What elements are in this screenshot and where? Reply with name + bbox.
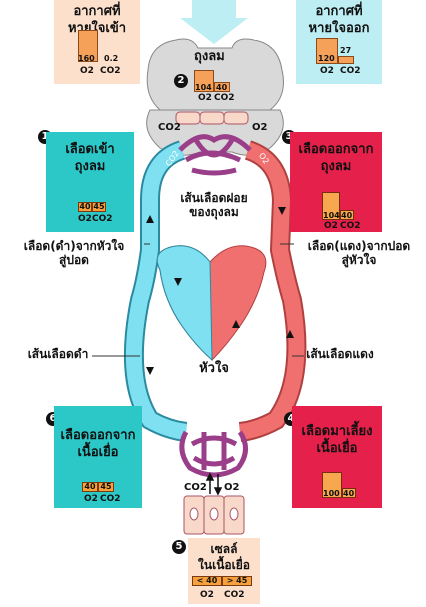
alveoli-co2-label: CO2 bbox=[214, 93, 235, 103]
artery-label: เส้นเลือดแดง bbox=[306, 347, 374, 361]
lung-capillary-network bbox=[178, 134, 252, 176]
alveoli-co2-value: 40 bbox=[216, 83, 228, 92]
tissue-gas-arrows bbox=[205, 472, 223, 496]
tissue-o2-label: O2 bbox=[200, 590, 214, 600]
tissue-o2-label: O2 bbox=[224, 482, 240, 493]
tissue-title: เซลล์ ในเนื้อเยื่อ bbox=[198, 542, 250, 572]
box6-title: เลือดออกจาก เนื้อเยื่อ bbox=[60, 428, 136, 460]
alveolar-cells bbox=[175, 111, 249, 125]
box6-co2-bar: 45 bbox=[98, 482, 114, 492]
heart-right-side bbox=[156, 245, 213, 362]
box3-o2-bar bbox=[322, 192, 340, 220]
box3-co2-bar bbox=[340, 210, 354, 220]
step-5-marker: 5 bbox=[172, 540, 186, 554]
box1-title: เลือดเข้า ถุงลม bbox=[65, 142, 115, 174]
box4-o2-value: 100 bbox=[323, 489, 340, 498]
exhaled-air-box: อากาศที่ หายใจออก 120 27 O2 CO2 bbox=[296, 0, 382, 84]
tissue-o2-bar: < 40 bbox=[192, 576, 222, 586]
blood-to-tissue-box: เลือดมาเลี้ยง เนื้อเยื่อ 100 40 bbox=[292, 406, 382, 508]
exhaled-co2-value: 27 bbox=[340, 46, 352, 55]
alveoli-co2-bar bbox=[214, 82, 230, 92]
alveoli-o2-bar bbox=[194, 70, 214, 92]
lung-o2-label: O2 bbox=[252, 122, 268, 133]
alveoli-o2-value: 104 bbox=[195, 83, 212, 92]
box4-co2-bar bbox=[342, 488, 356, 498]
flow-arrows bbox=[146, 207, 294, 375]
box3-o2-label: O2 bbox=[324, 221, 338, 231]
box6-o2-bar: 40 bbox=[82, 482, 98, 492]
step-2-marker: 2 bbox=[174, 74, 188, 88]
oxygenated-to-heart-label: เลือด(แดง)จากปอด สู่หัวใจ bbox=[307, 239, 411, 267]
box3-o2-value: 104 bbox=[323, 211, 340, 220]
vein-vessel bbox=[125, 142, 188, 440]
inhaled-co2-label: CO2 bbox=[100, 66, 121, 76]
blood-out-of-tissue-box: เลือดออกจาก เนื้อเยื่อ 40 45 O2 CO2 bbox=[54, 406, 142, 508]
box6-o2-label: O2 bbox=[84, 494, 98, 504]
inhaled-air-box: อากาศที่ หายใจเข้า 160 0.2 O2 CO2 bbox=[54, 0, 140, 84]
tissue-co2-label: CO2 bbox=[224, 590, 245, 600]
box4-title: เลือดมาเลี้ยง เนื้อเยื่อ bbox=[301, 424, 373, 456]
artery-vessel bbox=[238, 142, 305, 440]
blood-out-of-alveoli-box: เลือดออกจาก ถุงลม 104 40 O2 CO2 bbox=[290, 132, 382, 232]
inhaled-o2-bar bbox=[78, 30, 98, 62]
deoxygenated-to-lung-label: เลือด(ดำ)จากหัวใจ สู่ปอด bbox=[23, 239, 125, 267]
inhaled-co2-value: 0.2 bbox=[104, 54, 119, 63]
box4-o2-bar bbox=[322, 472, 342, 498]
heart-label: หัวใจ bbox=[199, 361, 229, 376]
alveoli-title: ถุงลม bbox=[194, 49, 225, 64]
box1-co2-label: CO2 bbox=[92, 214, 113, 224]
exhaled-co2-bar bbox=[338, 56, 354, 64]
box3-co2-label: CO2 bbox=[340, 221, 361, 231]
box1-o2-label: O2 bbox=[78, 214, 92, 224]
box1-co2-bar: 45 bbox=[92, 202, 106, 212]
tissue-cell-box: เซลล์ ในเนื้อเยื่อ < 40 > 45 O2 CO2 bbox=[188, 538, 260, 604]
exhaled-o2-label: O2 bbox=[320, 66, 334, 76]
connector-lines bbox=[92, 243, 304, 357]
inhaled-o2-label: O2 bbox=[80, 66, 94, 76]
vein-label: เส้นเลือดดำ bbox=[27, 347, 89, 361]
lung-sac bbox=[146, 38, 284, 111]
exhaled-air-title: อากาศที่ หายใจออก bbox=[308, 4, 370, 36]
lung-co2-label: CO2 bbox=[158, 122, 181, 133]
capillary-label: เส้นเลือดฝอย ของถุงลม bbox=[180, 191, 248, 219]
tissue-capillary-network bbox=[179, 430, 248, 478]
blood-into-alveoli-box: เลือดเข้า ถุงลม 40 45 O2 CO2 bbox=[46, 132, 134, 232]
tissue-co2-bar: > 45 bbox=[222, 576, 252, 586]
exhaled-o2-value: 120 bbox=[318, 54, 335, 63]
alveoli-o2-label: O2 bbox=[198, 93, 212, 103]
box4-co2-value: 40 bbox=[343, 489, 355, 498]
exhaled-co2-label: CO2 bbox=[340, 66, 361, 76]
inhaled-o2-value: 160 bbox=[78, 54, 95, 63]
box6-co2-label: CO2 bbox=[100, 494, 121, 504]
exhaled-o2-bar bbox=[316, 38, 338, 64]
box3-title: เลือดออกจาก ถุงลม bbox=[298, 142, 374, 174]
box1-o2-bar: 40 bbox=[78, 202, 92, 212]
tissue-co2-label: CO2 bbox=[184, 482, 207, 493]
airflow-arrow bbox=[180, 0, 248, 44]
box3-co2-value: 40 bbox=[341, 211, 353, 220]
